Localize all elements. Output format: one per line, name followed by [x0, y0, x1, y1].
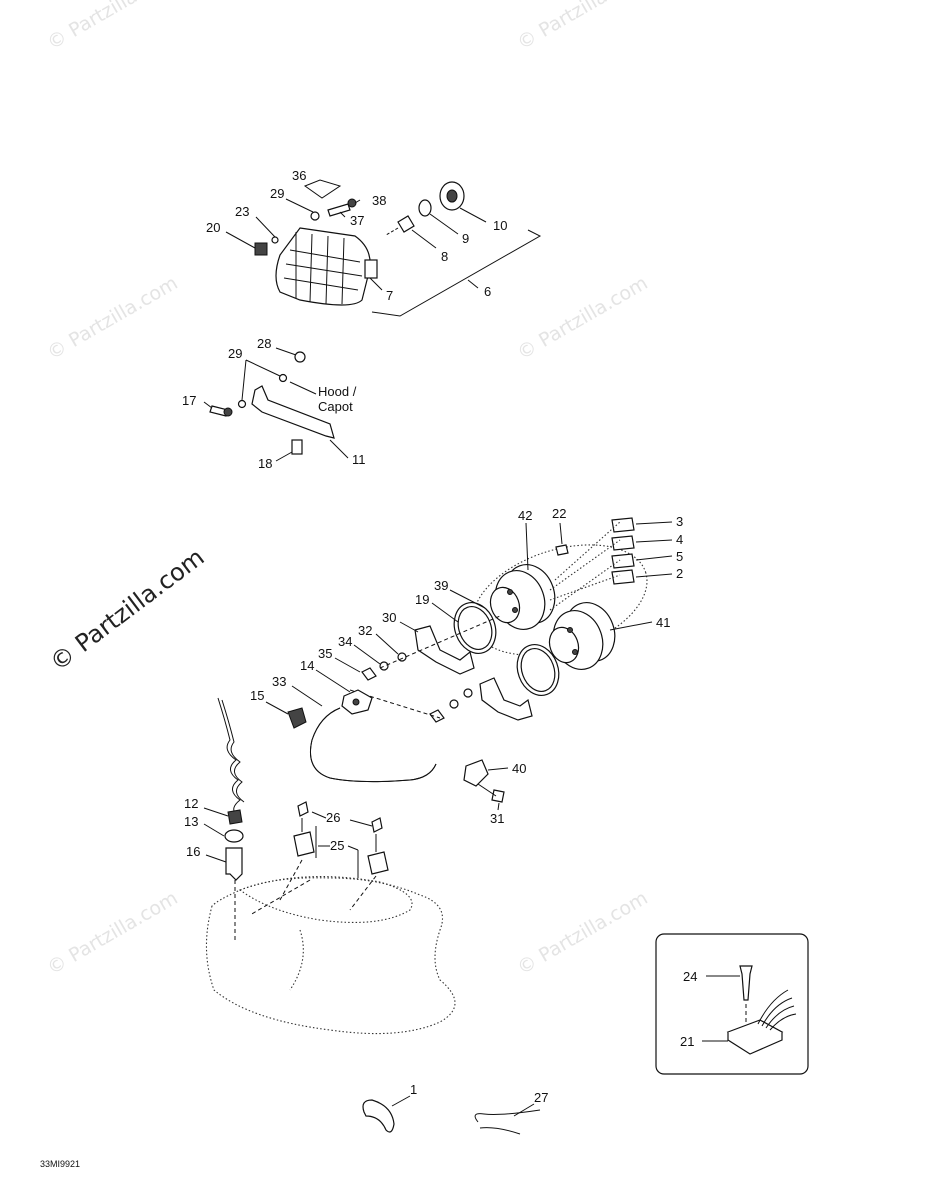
clip-1	[362, 1099, 395, 1133]
headlight-housing	[275, 227, 371, 306]
label-27: 27	[534, 1090, 548, 1105]
label-29: 29	[270, 186, 284, 201]
label-36: 36	[292, 168, 306, 183]
label-28: 28	[257, 336, 271, 351]
washer-29	[278, 373, 288, 383]
watermark: © Partzilla.com	[514, 272, 652, 364]
bulb-8	[397, 215, 415, 233]
clamp-40	[463, 759, 489, 787]
label-8: 8	[441, 249, 448, 264]
watermark: © Partzilla.com	[44, 887, 182, 979]
watermark: © Partzilla.com	[514, 887, 652, 979]
watermark: © Partzilla.com	[44, 272, 182, 364]
label-10: 10	[493, 218, 507, 233]
label-9: 9	[462, 231, 469, 246]
oring-13	[224, 829, 244, 843]
label-5: 5	[676, 549, 683, 564]
watermark-large: © Partzilla.com	[45, 543, 210, 677]
washer-29	[310, 211, 320, 221]
hood-bracket-assembly	[203, 347, 349, 462]
label-18: 18	[258, 456, 272, 471]
label-22: 22	[552, 506, 566, 521]
connector-5	[611, 553, 635, 569]
bracket-30b	[479, 677, 533, 721]
label-41: 41	[656, 615, 670, 630]
sleeve-15	[287, 707, 307, 729]
label-32: 32	[358, 623, 372, 638]
gauge-assembly	[265, 517, 673, 811]
label-19: 19	[415, 592, 429, 607]
label-20: 20	[206, 220, 220, 235]
washer-34	[379, 661, 389, 671]
adjuster-37	[327, 203, 351, 217]
label-12: 12	[184, 796, 198, 811]
fitting-12	[227, 809, 243, 825]
label-capot: Capot	[318, 399, 353, 414]
label-23: 23	[235, 204, 249, 219]
screw-22	[555, 544, 569, 556]
label-26: 26	[326, 810, 340, 825]
label-30: 30	[382, 610, 396, 625]
watermark: © Partzilla.com	[514, 0, 652, 54]
tie-27	[474, 1109, 541, 1123]
nut-28	[294, 351, 306, 363]
label-13: 13	[184, 814, 198, 829]
label-6: 6	[484, 284, 491, 299]
bracket-11	[251, 385, 335, 439]
headlight-bracket	[364, 259, 378, 279]
part-labels: 36 29 38 23 37 10 20 9 8 6 7 28 29 Hood …	[40, 168, 697, 1169]
label-15: 15	[250, 688, 264, 703]
watermark: © Partzilla.com	[44, 0, 182, 54]
label-42: 42	[518, 508, 532, 523]
headlight-assembly	[225, 179, 542, 317]
sensor-16	[225, 847, 243, 881]
cable-ties	[362, 1095, 541, 1135]
label-3: 3	[676, 514, 683, 529]
label-11: 11	[352, 452, 366, 467]
label-7: 7	[386, 288, 393, 303]
screw-38	[347, 198, 357, 208]
connector-3	[611, 517, 635, 533]
bracket-30	[414, 625, 475, 675]
connector-4	[611, 535, 635, 551]
label-2: 2	[676, 566, 683, 581]
connector-2	[611, 569, 635, 585]
inset-frame	[655, 933, 809, 1075]
label-14: 14	[300, 658, 314, 673]
inset-regulator	[655, 933, 809, 1075]
washer-29	[237, 399, 247, 409]
bolt-24	[739, 965, 753, 1001]
label-37: 37	[350, 213, 364, 228]
label-16: 16	[186, 844, 200, 859]
label-hood: Hood /	[318, 384, 357, 399]
clip-25	[293, 831, 315, 857]
clip-20	[254, 242, 268, 256]
label-39: 39	[434, 578, 448, 593]
label-21: 21	[680, 1034, 694, 1049]
label-31: 31	[490, 811, 504, 826]
label-35: 35	[318, 646, 332, 661]
lower-assembly	[203, 697, 456, 1035]
label-33: 33	[272, 674, 286, 689]
drawing-code: 33MI9921	[40, 1159, 80, 1169]
label-25: 25	[330, 838, 344, 853]
label-38: 38	[372, 193, 386, 208]
nut-35	[361, 667, 377, 681]
screw-31	[491, 789, 505, 803]
label-4: 4	[676, 532, 683, 547]
screw-23	[271, 236, 279, 244]
label-17: 17	[182, 393, 196, 408]
hull-outline	[205, 877, 456, 1035]
label-40: 40	[512, 761, 526, 776]
spacer-18	[291, 439, 303, 455]
label-34: 34	[338, 634, 352, 649]
washer-32	[397, 652, 407, 662]
label-24: 24	[683, 969, 697, 984]
watermarks: © Partzilla.com © Partzilla.com © Partzi…	[44, 0, 652, 979]
label-29: 29	[228, 346, 242, 361]
socket-9	[418, 199, 432, 217]
label-1: 1	[410, 1082, 417, 1097]
rivet-26	[297, 801, 309, 817]
